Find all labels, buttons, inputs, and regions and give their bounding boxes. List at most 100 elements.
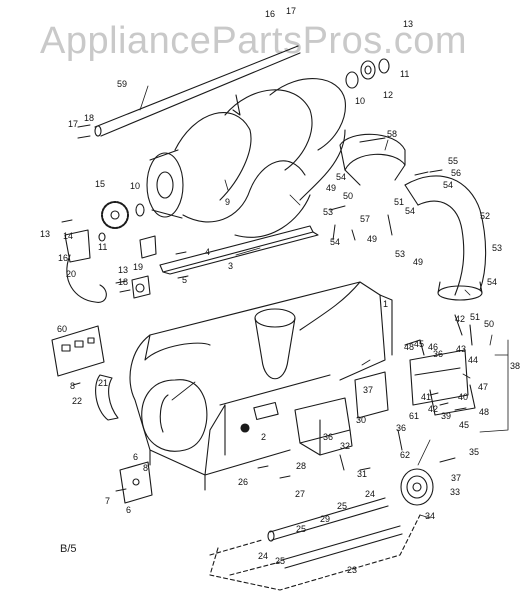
part-label-11: 11 — [400, 69, 410, 79]
part-label-49-b: 49 — [367, 234, 378, 244]
part-label-32: 32 — [340, 441, 351, 451]
part-label-13: 13 — [40, 229, 51, 239]
part-label-9: 9 — [225, 197, 231, 207]
part-label-24: 24 — [365, 489, 376, 499]
part-label-33: 33 — [450, 487, 461, 497]
part-label-22: 22 — [72, 396, 83, 406]
part-label-1: 1 — [383, 299, 389, 309]
part-label-42: 42 — [455, 314, 466, 324]
bearing-stack-parts-10-12 — [345, 58, 390, 89]
part-label-57: 57 — [360, 214, 371, 224]
housing-part-1 — [129, 281, 393, 491]
part-label-17: 17 — [68, 119, 79, 129]
part-label-25-b: 25 — [296, 524, 307, 534]
part-label-45: 45 — [414, 339, 425, 349]
part-label-39: 39 — [441, 411, 452, 421]
shaft-part-59 — [94, 45, 301, 137]
part-label-25: 25 — [337, 501, 348, 511]
part-label-16-top: 16 — [265, 9, 276, 19]
part-label-58: 58 — [387, 129, 398, 139]
part-label-7: 7 — [105, 496, 111, 506]
bracket-part-16 — [64, 229, 157, 303]
chute-ring-on-housing — [254, 308, 296, 380]
part-label-49: 49 — [326, 183, 337, 193]
bracket-part-6 — [119, 461, 153, 504]
part-label-50: 50 — [343, 191, 354, 201]
part-label-47: 47 — [478, 382, 489, 392]
linkage-assembly-parts-38-48 — [404, 314, 476, 416]
part-label-53-b: 53 — [395, 249, 406, 259]
part-label-38: 38 — [510, 361, 521, 371]
part-label-50-b: 50 — [484, 319, 495, 329]
part-label-18-b: 18 — [118, 277, 129, 287]
part-label-2: 2 — [261, 432, 267, 442]
fastener-marks — [61, 124, 467, 492]
scraper-bar-part-3 — [159, 225, 319, 275]
pulley-part-33 — [400, 468, 434, 506]
part-label-54-b: 54 — [405, 206, 416, 216]
part-label-41: 41 — [421, 392, 432, 402]
part-label-53-c: 53 — [492, 243, 503, 253]
part-label-12: 12 — [383, 90, 394, 100]
part-label-36-b: 36 — [433, 349, 444, 359]
part-label-27: 27 — [295, 489, 306, 499]
part-label-54-right: 54 — [443, 180, 454, 190]
part-label-26: 26 — [238, 477, 249, 487]
sheet-label: B/5 — [60, 543, 77, 555]
part-label-42-b: 42 — [428, 404, 439, 414]
part-label-54-d: 54 — [487, 277, 498, 287]
part-label-44: 44 — [468, 355, 479, 365]
part-label-25-c: 25 — [275, 556, 286, 566]
part-label-52: 52 — [480, 211, 491, 221]
part-label-19: 19 — [133, 262, 144, 272]
side-plate-part-21 — [95, 374, 119, 421]
part-label-62: 62 — [400, 450, 411, 460]
part-label-24-b: 24 — [258, 551, 269, 561]
part-label-13-b: 13 — [118, 265, 129, 275]
part-label-30: 30 — [356, 415, 367, 425]
part-label-45-b: 45 — [459, 420, 470, 430]
part-label-20: 20 — [66, 269, 77, 279]
part-label-35: 35 — [469, 447, 480, 457]
axle-shaft-part-23 — [281, 525, 403, 569]
discharge-chute-part-52 — [404, 175, 487, 301]
part-label-46: 46 — [428, 342, 439, 352]
part-label-34: 34 — [425, 511, 436, 521]
part-label-54: 54 — [336, 172, 347, 182]
part-label-40: 40 — [458, 392, 469, 402]
part-label-6: 6 — [126, 505, 132, 515]
part-label-14: 14 — [63, 231, 74, 241]
part-label-51: 51 — [394, 197, 405, 207]
part-label-48: 48 — [404, 342, 415, 352]
gearbox-part-30 — [294, 371, 389, 456]
part-label-8-b: 8 — [143, 463, 149, 473]
part-label-17-top: 17 — [286, 6, 297, 16]
part-label-4: 4 — [205, 247, 211, 257]
part-label-51-b: 51 — [470, 312, 481, 322]
part-label-53: 53 — [323, 207, 334, 217]
part-label-15: 15 — [95, 179, 106, 189]
axle-shaft-part-29 — [267, 497, 389, 542]
part-label-54-c: 54 — [330, 237, 341, 247]
part-label-13-top: 13 — [403, 19, 414, 29]
part-label-10-top: 10 — [355, 96, 366, 106]
part-label-18: 18 — [84, 113, 95, 123]
part-label-36: 36 — [396, 423, 407, 433]
part-label-58-top: 59 — [117, 79, 128, 89]
part-label-49-c: 49 — [413, 257, 424, 267]
part-label-3: 3 — [228, 261, 234, 271]
sprocket-part-15 — [98, 201, 145, 242]
part-label-48-b: 48 — [479, 407, 490, 417]
alignment-dashes — [209, 514, 421, 591]
part-label-31: 31 — [357, 469, 368, 479]
decal-part-60 — [51, 325, 105, 377]
part-label-55: 55 — [448, 156, 459, 166]
part-label-5: 5 — [182, 275, 188, 285]
part-label-43: 43 — [456, 344, 467, 354]
part-label-36-c: 36 — [323, 432, 334, 442]
chute-deflector-part-58 — [339, 133, 406, 186]
part-label-37-b: 37 — [363, 385, 374, 395]
part-label-60: 60 — [57, 324, 68, 334]
part-label-16: 16 — [58, 253, 69, 263]
